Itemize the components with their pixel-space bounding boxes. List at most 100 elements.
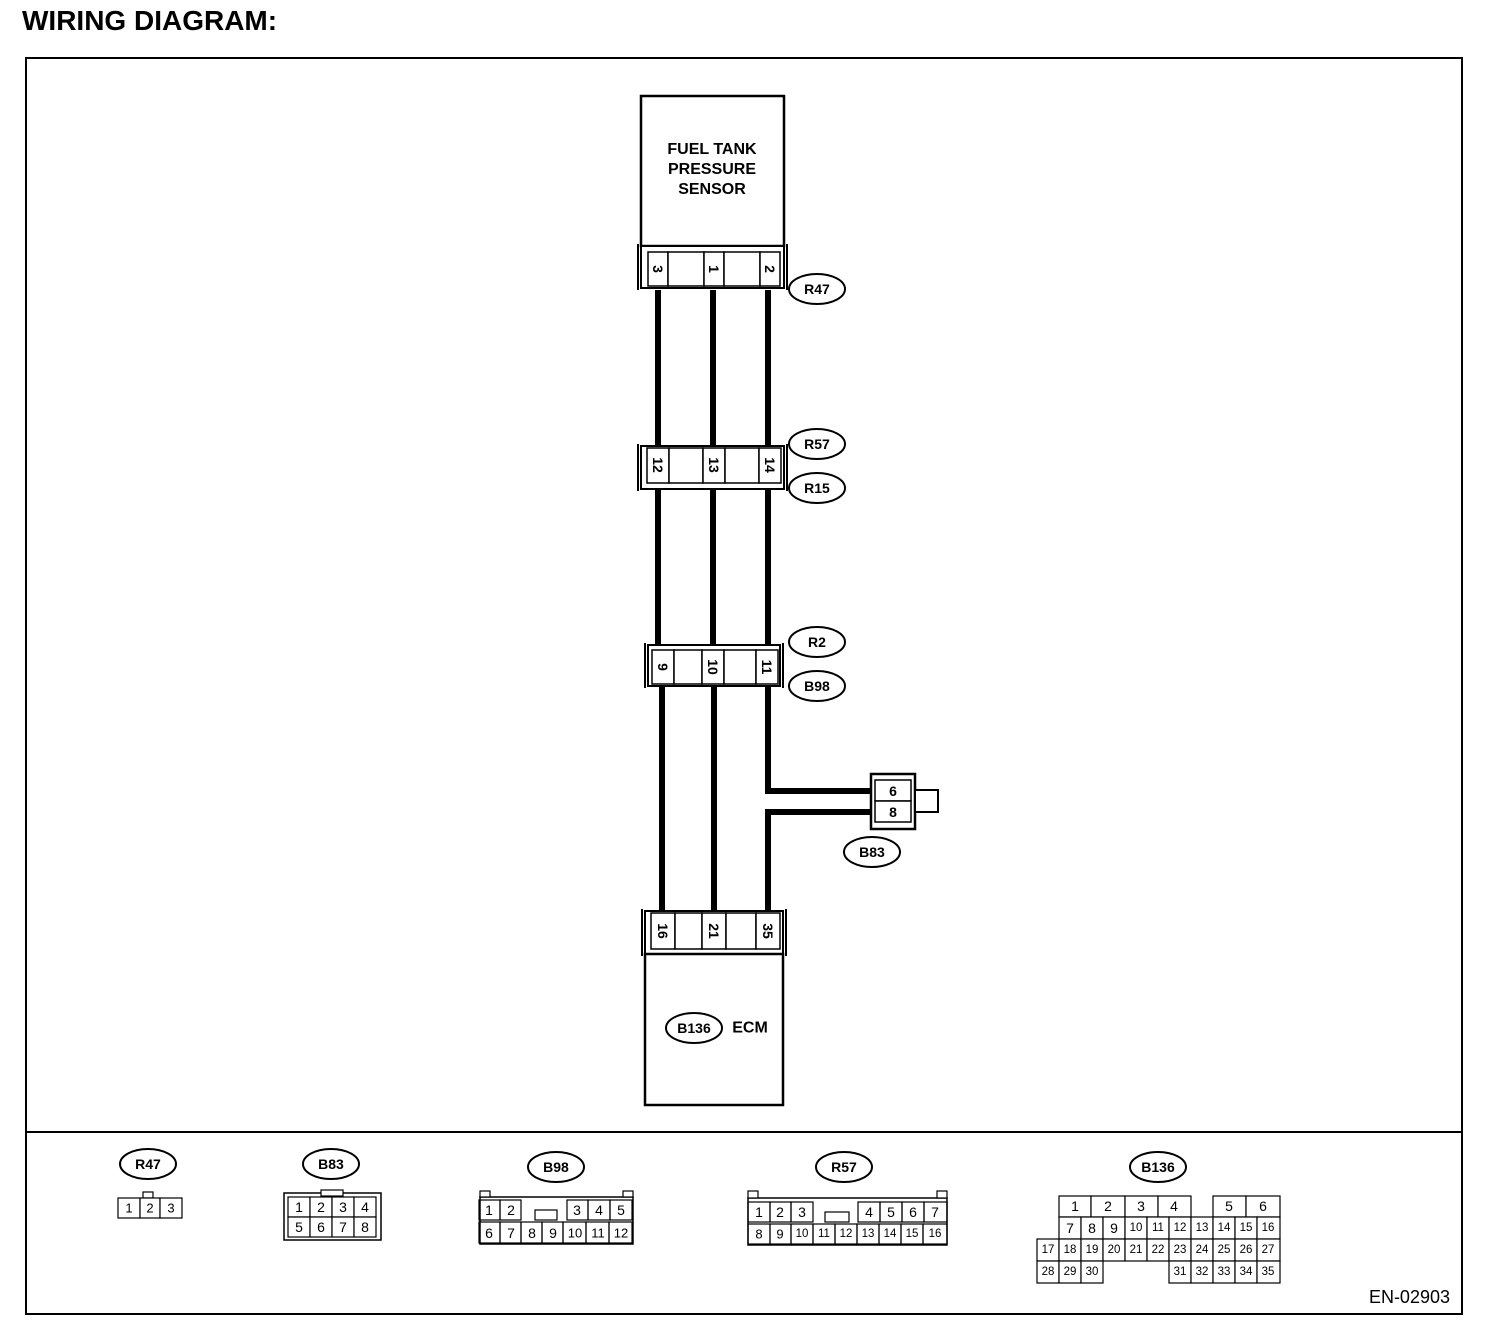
connector-latch	[479, 1190, 491, 1198]
legend-pin: 4	[361, 1199, 369, 1215]
legend-b98-row2: 6 7 8 9 10 11 12	[478, 1221, 633, 1244]
legend-pin: 5	[887, 1204, 895, 1220]
legend-pin: 7	[931, 1204, 939, 1220]
legend-b136-row3: 17 18 19 20 21 22 23 24 25 26 27	[1036, 1238, 1281, 1262]
pin-number: 2	[762, 265, 778, 273]
pin-number: 3	[650, 265, 666, 273]
sensor-label-line3: SENSOR	[678, 181, 746, 198]
legend-pin: 21	[1130, 1244, 1143, 1256]
pin-number: 8	[889, 804, 897, 820]
fuel-tank-pressure-sensor: FUEL TANK PRESSURE SENSOR 3 1 2 R47	[637, 94, 846, 305]
legend-pin-cell	[922, 1223, 948, 1245]
legend-pin-cell	[1256, 1260, 1281, 1284]
connector-tag-r57	[815, 1151, 873, 1183]
pin-number: 35	[760, 923, 776, 939]
legend-pin: 5	[1225, 1198, 1233, 1214]
connector-tag-label: R15	[804, 480, 830, 496]
legend-pin: 33	[1218, 1266, 1231, 1278]
connector-tag-label: B98	[543, 1159, 569, 1175]
legend-pin: 29	[1064, 1266, 1077, 1278]
legend-b136-row4: 28 29 30 31 32 33 34 35	[1036, 1260, 1281, 1284]
legend-r47: R47 1 2 3	[117, 1148, 183, 1219]
connector-tag-label: R47	[135, 1156, 161, 1172]
joint-connector-r2-b98: 9 10 11 R2 B98	[644, 626, 846, 702]
legend-pin: 19	[1086, 1244, 1099, 1256]
legend-pin: 3	[167, 1201, 174, 1216]
legend-pin: 23	[1174, 1244, 1187, 1256]
connector-tag-r47	[788, 273, 846, 305]
legend-pin: 34	[1240, 1266, 1253, 1278]
legend-pin: 10	[568, 1226, 582, 1241]
connector-tag-b136	[665, 1012, 723, 1044]
pin-number: 12	[650, 457, 666, 473]
connector-tag-label: B98	[804, 678, 830, 694]
legend-pin: 2	[146, 1201, 153, 1216]
ecm-pin-21	[701, 912, 727, 950]
sensor-blank-cell	[723, 251, 761, 287]
sensor-label-line1: FUEL TANK	[667, 141, 757, 158]
connector-tag-label: R47	[804, 281, 830, 297]
legend-pin-cell	[353, 1216, 377, 1238]
legend-r57-row1: 1 2 3 4 5 6 7	[747, 1201, 948, 1223]
legend-pin: 5	[617, 1202, 625, 1218]
legend-pin: 11	[591, 1226, 605, 1241]
legend-pin: 20	[1108, 1244, 1121, 1256]
ecm-pin-16	[650, 912, 676, 950]
legend-pin: 35	[1262, 1266, 1275, 1278]
legend-pin: 3	[1137, 1198, 1145, 1214]
legend-pin: 3	[798, 1204, 806, 1220]
legend-pin: 1	[1071, 1198, 1079, 1214]
legend-pin: 32	[1196, 1266, 1209, 1278]
legend-b136: B136 1 2 3 4 5 6	[1036, 1151, 1281, 1284]
legend-pin: 6	[317, 1219, 325, 1235]
legend-r57-row2: 8 9 10 11 12 13 14 15 16	[747, 1223, 948, 1245]
ecm-blank-cell	[674, 912, 703, 950]
pin-number: 16	[655, 923, 671, 939]
legend-pin: 16	[1262, 1222, 1275, 1234]
connector-tag-r15	[788, 472, 846, 504]
legend-pin: 28	[1042, 1266, 1055, 1278]
legend-b98: B98 1 2 3 4 5	[478, 1151, 634, 1245]
diagram-frame	[25, 57, 1463, 1315]
joint-pin-11	[755, 649, 779, 685]
connector-tag-label: B83	[859, 844, 885, 860]
legend-pin: 14	[1218, 1222, 1231, 1234]
ecm-blank-cell	[725, 912, 757, 950]
connector-tag-b136	[1129, 1151, 1187, 1183]
figure-code: EN-02903	[1369, 1287, 1450, 1307]
legend-pin: 6	[485, 1225, 493, 1241]
connector-tag-b83	[302, 1148, 360, 1180]
connector-latch	[936, 1190, 948, 1199]
legend-b83: B83 1 2 3 4 5 6 7 8	[283, 1148, 382, 1241]
joint-blank-cell	[668, 447, 704, 484]
legend-pin: 1	[755, 1204, 763, 1220]
legend-pin: 6	[1259, 1198, 1267, 1214]
ecm: 16 21 35 B136 ECM	[641, 909, 787, 1107]
legend-pin: 5	[295, 1219, 303, 1235]
legend-pin: 4	[595, 1202, 603, 1218]
legend-pin: 14	[884, 1228, 897, 1240]
legend-pin: 8	[528, 1225, 536, 1241]
connector-latch	[320, 1189, 344, 1197]
legend-pin-cell	[790, 1201, 814, 1223]
legend-b98-row1: 1 2 3 4 5	[478, 1199, 633, 1221]
pin-number: 1	[706, 265, 722, 273]
legend-pin: 31	[1174, 1266, 1187, 1278]
pin-number: 13	[706, 457, 722, 473]
connector-tag-r47	[119, 1148, 177, 1180]
legend-pin: 8	[1088, 1220, 1096, 1236]
legend-pin: 13	[862, 1228, 875, 1240]
legend-pin: 4	[1170, 1198, 1178, 1214]
connector-tag-label: B136	[677, 1020, 711, 1036]
pin-number: 11	[759, 660, 775, 675]
connector-tag-label: R57	[804, 436, 830, 452]
legend-pin: 11	[1152, 1222, 1164, 1234]
joint-pin-14	[758, 447, 782, 484]
connector-key	[534, 1209, 558, 1221]
legend-pin: 17	[1042, 1244, 1055, 1256]
wire-b83-8-to-35	[765, 809, 874, 911]
joint-connector-r57-r15: 12 13 14 R57 R15	[637, 428, 846, 504]
pin-number: 10	[705, 659, 721, 675]
pin-number: 14	[762, 457, 778, 473]
